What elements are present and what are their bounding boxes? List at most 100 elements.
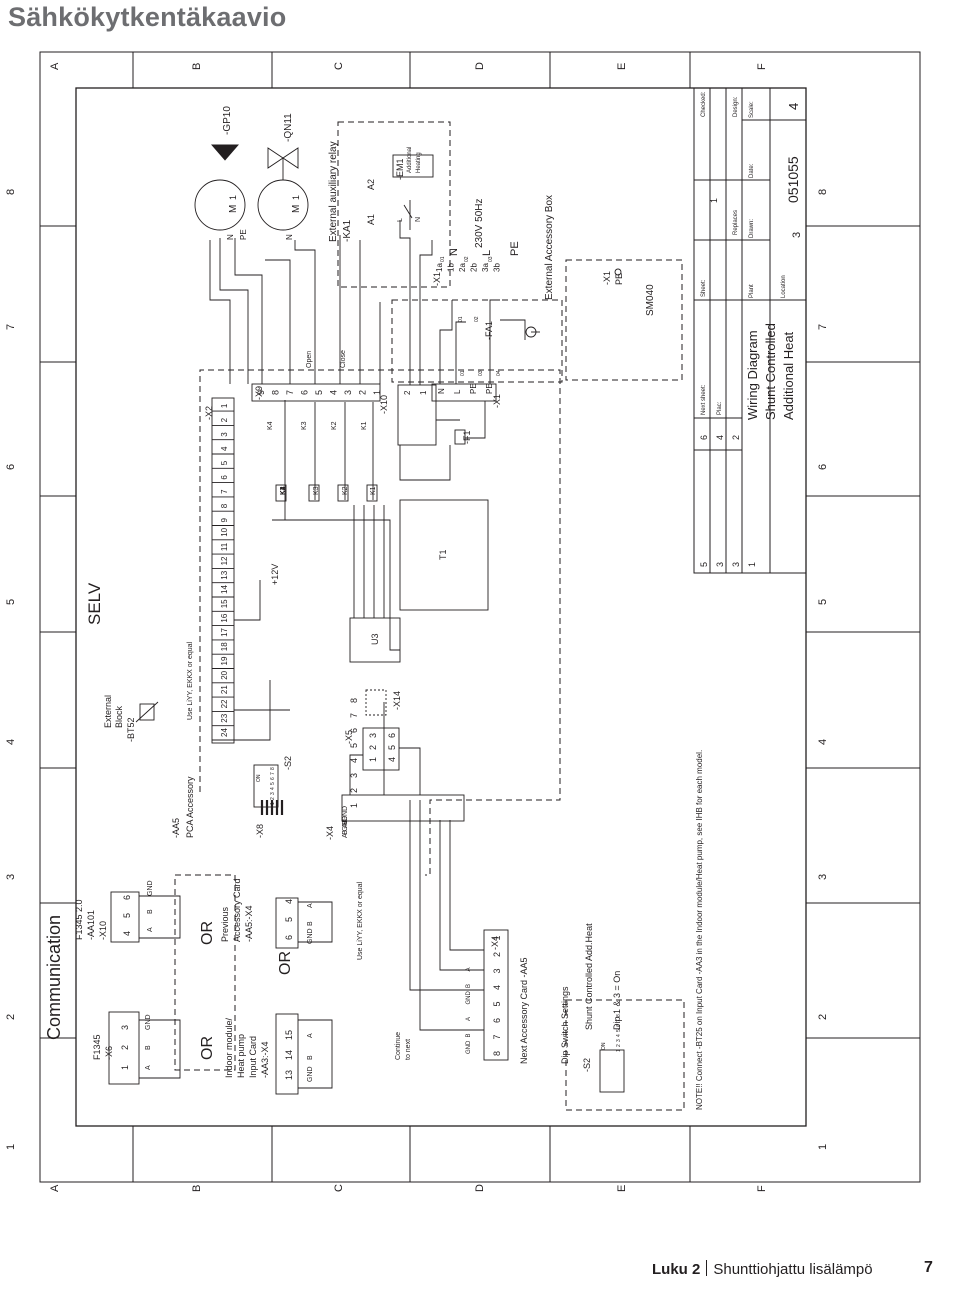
x6-label: -X6	[104, 1046, 114, 1060]
previous-terminal: 6	[284, 935, 294, 940]
relay-label: K4	[280, 486, 287, 495]
x4-terminal: 2	[349, 788, 359, 793]
dip-number-2: 7	[616, 1019, 622, 1022]
dip-number: 3	[270, 792, 276, 795]
ext-terminal: 3b	[493, 263, 502, 272]
selv-label: SELV	[85, 582, 104, 625]
x2-terminal-number: 22	[220, 699, 229, 708]
fa1-label: -FA1	[484, 321, 494, 340]
next-card-terminal: 1	[492, 935, 502, 940]
additional-heating-label: Heating	[416, 152, 422, 173]
x14-label: -X14	[392, 691, 402, 710]
pump-motor-1: 1	[228, 195, 238, 200]
previous-terminal: 4	[284, 899, 294, 904]
comm-signal: GND	[147, 880, 154, 896]
title-block-title: Shunt Controlled	[763, 323, 778, 420]
x9-terminal: 8	[271, 390, 281, 395]
relay-contact-label: K4	[267, 421, 274, 430]
previous-signal: GND	[307, 928, 314, 944]
tb-date: Date:	[749, 163, 755, 178]
page-title: Sähkökytkentäkaavio	[8, 2, 287, 32]
x4-signal: GND	[342, 806, 349, 822]
dip-number-2: 4	[616, 1034, 622, 1037]
x2-terminal-number: 8	[220, 503, 229, 508]
frame-ticks	[40, 52, 920, 1182]
next-card-terminal: 4	[492, 985, 502, 990]
continue-label: Continue	[395, 1032, 402, 1060]
additional-heating-label: Additional	[407, 147, 413, 173]
x1-small: 03	[478, 370, 484, 376]
x2-terminal-number: 7	[220, 489, 229, 494]
x2-terminal-number: 5	[220, 460, 229, 465]
x4-terminal: 3	[349, 773, 359, 778]
indoor-terminal: 14	[284, 1050, 294, 1060]
rev-col: 1	[747, 562, 757, 567]
open-label: Open	[306, 351, 313, 368]
frame-col-left: 2	[5, 1014, 17, 1020]
rev-col: 3	[731, 562, 741, 567]
rev-col: 5	[699, 562, 709, 567]
voltage-label: 230V 50Hz	[474, 199, 485, 248]
comm-terminal: 1	[120, 1065, 130, 1070]
fa1-small: 01	[458, 316, 464, 322]
tb-revision: 4	[786, 103, 801, 110]
x1-terminal: PE	[485, 383, 494, 394]
x2-terminal-number: 3	[220, 432, 229, 437]
aux-n-label: N	[415, 217, 422, 222]
x1-small: 04	[496, 370, 502, 376]
frame-col-left: 3	[5, 874, 17, 880]
frame-col-right: 5	[817, 599, 829, 605]
ext-terminal: 2b	[470, 263, 479, 272]
dip-number: 6	[270, 777, 276, 780]
indoor-signal: B	[307, 1055, 314, 1060]
indoor-module-label: Input Card	[248, 1036, 258, 1078]
external-accessory-box-label: External Accessory Box	[544, 195, 555, 300]
frame-col-right: 8	[817, 189, 829, 195]
continue-label: to next	[405, 1039, 412, 1060]
fa1-small: 02	[474, 316, 480, 322]
relay-coil-label: K4	[280, 486, 287, 495]
bt52-label: -BT52	[126, 717, 136, 742]
footer-section: Shunttiohjattu lisälämpö	[713, 1261, 873, 1278]
x9-label: -X9	[254, 386, 264, 400]
rev-col-2: 2	[731, 435, 741, 440]
x2-label: -X2	[204, 406, 214, 420]
x2-terminal-number: 17	[220, 627, 229, 636]
next-card-signal: B	[466, 1033, 472, 1037]
frame-row-label: F	[756, 1185, 768, 1192]
valve-motor-1: 1	[291, 195, 301, 200]
ext-terminal: 2a	[458, 263, 467, 272]
comm-terminal: 5	[122, 913, 132, 918]
x10-terminal: 1	[419, 390, 428, 395]
sm040-pe-label: PE	[614, 273, 624, 285]
x4-signal: GND	[342, 816, 349, 832]
x4-terminal: 7	[349, 713, 359, 718]
x2-terminal-number: 1	[220, 403, 229, 408]
gp10-label: -GP10	[222, 106, 233, 135]
x1-terminal: L	[453, 389, 462, 394]
next-card-terminal: 6	[492, 1018, 502, 1023]
drawing-frame	[39, 51, 921, 1183]
x2-terminal-number: 12	[220, 556, 229, 565]
x4-terminal: 8	[349, 698, 359, 703]
x2-terminal-number: 4	[220, 446, 229, 451]
x4-terminal: 6	[349, 728, 359, 733]
indoor-signal: A	[307, 1033, 314, 1038]
footer-separator	[706, 1260, 708, 1276]
frame-col-right: 2	[817, 1014, 829, 1020]
dip-number: 2	[270, 797, 276, 800]
x4-terminal: 4	[349, 758, 359, 763]
tb-plant: Plant	[749, 284, 755, 298]
x2-terminal-number: 9	[220, 518, 229, 523]
external-block-label: External	[103, 695, 113, 728]
dip-on-label-2: ON	[601, 1042, 607, 1050]
close-label: Close	[340, 350, 347, 368]
frame-col-left: 8	[5, 189, 17, 195]
frame-row-label: E	[616, 63, 628, 70]
pump-n: N	[226, 234, 235, 240]
ka1-label: -KA1	[342, 219, 353, 242]
x10-terminal: 2	[403, 390, 412, 395]
x9-terminal: 1	[372, 390, 382, 395]
previous-card-label: Previous	[220, 906, 230, 942]
